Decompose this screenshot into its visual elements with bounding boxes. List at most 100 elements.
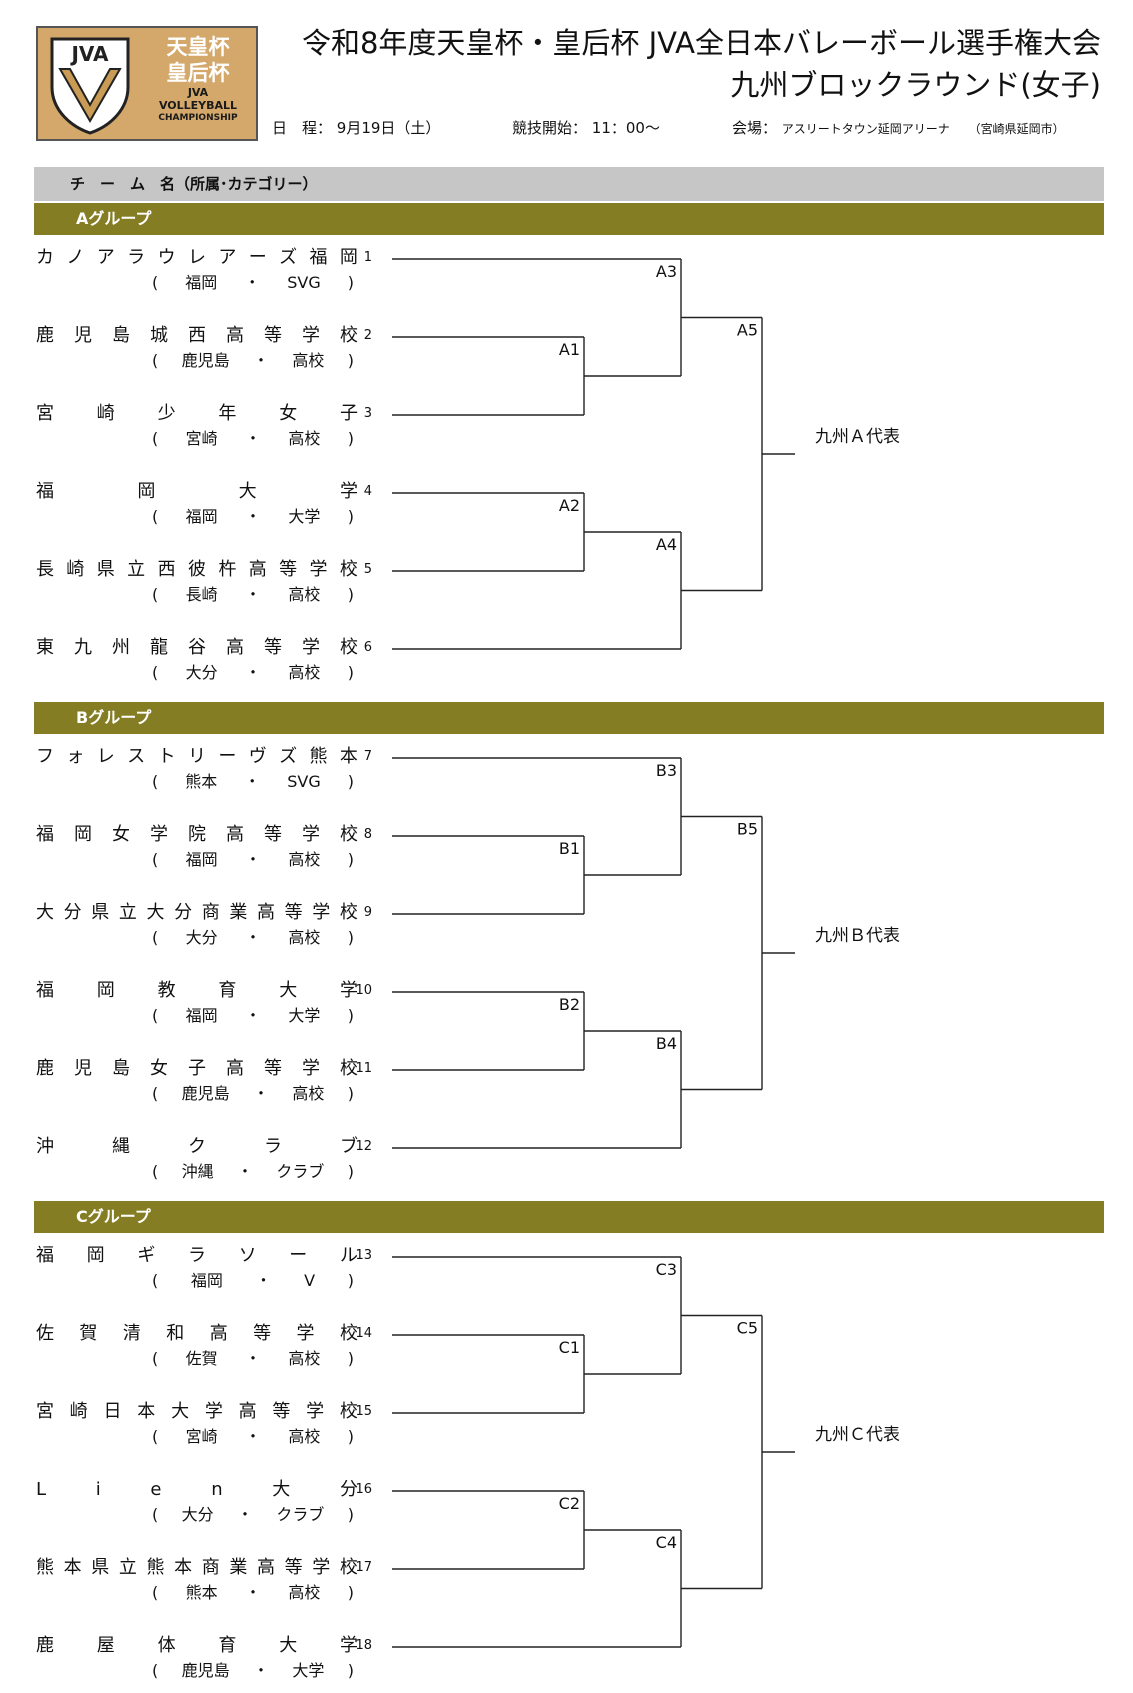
team-category: 高校 xyxy=(288,429,321,448)
team-affiliation: (沖縄・クラブ) xyxy=(152,1162,354,1182)
schedule-value: 9月19日（土） xyxy=(336,119,441,137)
venue-info: 会場： アスリートタウン延岡アリーナ （宮崎県延岡市） xyxy=(732,117,1065,138)
team-category: SVG xyxy=(287,273,321,292)
affiliation-punct: ( xyxy=(152,1427,159,1446)
team-seed-number: 8 xyxy=(363,827,372,842)
team-category: 高校 xyxy=(288,1427,321,1446)
team-prefecture: 鹿児島 xyxy=(181,351,230,370)
team-seed-number: 14 xyxy=(355,1326,372,1341)
team-name: 沖縄クラブ xyxy=(36,1136,358,1157)
affiliation-punct: ) xyxy=(347,1162,354,1181)
team-affiliation: (佐賀・高校) xyxy=(152,1349,354,1369)
affiliation-punct: ) xyxy=(347,429,354,448)
logo-line-3: JVA xyxy=(187,86,209,99)
affiliation-punct: ) xyxy=(347,850,354,869)
match-label: C1 xyxy=(559,1338,580,1357)
team-prefecture: 大分 xyxy=(181,1505,214,1524)
team-affiliation: (鹿児島・高校) xyxy=(152,1084,354,1104)
affiliation-punct: ) xyxy=(347,273,354,292)
team-name: カノアラウレアーズ福岡 xyxy=(36,247,358,268)
team-affiliation: (大分・高校) xyxy=(152,663,354,683)
team-seed-number: 11 xyxy=(355,1061,372,1076)
team-affiliation: (福岡・V) xyxy=(152,1271,354,1291)
team-category: SVG xyxy=(287,772,321,791)
affiliation-punct: ) xyxy=(347,928,354,947)
team-seed-number: 18 xyxy=(355,1638,372,1653)
match-label: A2 xyxy=(559,496,580,515)
affiliation-punct: ) xyxy=(347,772,354,791)
affiliation-punct: ( xyxy=(152,585,159,604)
team-name: 宮崎日本大学高等学校 xyxy=(36,1401,358,1422)
affiliation-punct: ( xyxy=(152,1661,159,1680)
team-affiliation: (福岡・SVG) xyxy=(152,273,354,293)
team-name: 宮崎少年女子 xyxy=(36,403,358,424)
team-affiliation: (大分・高校) xyxy=(152,928,354,948)
affiliation-punct: ( xyxy=(152,351,159,370)
team-prefecture: 鹿児島 xyxy=(181,1661,230,1680)
venue-label: 会場： xyxy=(732,119,778,137)
affiliation-punct: ・ xyxy=(252,1661,269,1680)
affiliation-punct: ( xyxy=(152,429,159,448)
team-category: 高校 xyxy=(288,850,321,869)
team-name: 長崎県立西彼杵高等学校 xyxy=(36,559,358,580)
group-representative-label: 九州Ｃ代表 xyxy=(815,1425,900,1445)
team-name: 福岡大学 xyxy=(36,481,358,502)
jva-shield-icon: JVA xyxy=(50,37,130,135)
team-prefecture: 福岡 xyxy=(185,1006,218,1025)
team-affiliation: (福岡・大学) xyxy=(152,507,354,527)
match-label: C3 xyxy=(656,1260,677,1279)
team-seed-number: 2 xyxy=(363,328,372,343)
team-seed-number: 16 xyxy=(355,1482,372,1497)
affiliation-punct: ( xyxy=(152,1583,159,1602)
affiliation-punct: ) xyxy=(347,1583,354,1602)
affiliation-punct: ・ xyxy=(244,1427,261,1446)
affiliation-punct: ( xyxy=(152,273,159,292)
team-name: 鹿屋体育大学 xyxy=(36,1635,358,1656)
team-name: 鹿児島女子高等学校 xyxy=(36,1058,358,1079)
team-category: クラブ xyxy=(276,1162,325,1181)
affiliation-punct: ・ xyxy=(255,1271,272,1290)
affiliation-punct: ) xyxy=(347,507,354,526)
svg-text:JVA: JVA xyxy=(69,42,109,66)
affiliation-punct: ( xyxy=(152,1271,159,1290)
team-prefecture: 宮崎 xyxy=(185,429,218,448)
affiliation-punct: ( xyxy=(152,850,159,869)
team-category: 高校 xyxy=(288,1349,321,1368)
affiliation-punct: ・ xyxy=(244,1583,261,1602)
affiliation-punct: ) xyxy=(347,585,354,604)
team-category: 大学 xyxy=(288,507,321,526)
match-label: C4 xyxy=(656,1533,677,1552)
team-category: 高校 xyxy=(292,351,325,370)
match-label: A5 xyxy=(737,321,758,340)
match-label: A4 xyxy=(656,535,677,554)
team-seed-number: 5 xyxy=(363,562,372,577)
affiliation-punct: ・ xyxy=(244,663,261,682)
team-affiliation: (宮崎・高校) xyxy=(152,429,354,449)
affiliation-punct: ( xyxy=(152,1162,159,1181)
team-prefecture: 佐賀 xyxy=(185,1349,218,1368)
team-name: 福岡女学院高等学校 xyxy=(36,824,358,845)
team-name: 大分県立大分商業高等学校 xyxy=(36,902,358,923)
affiliation-punct: ( xyxy=(152,507,159,526)
group-header: Aグループ xyxy=(34,203,1104,235)
affiliation-punct: ・ xyxy=(236,1162,253,1181)
team-seed-number: 1 xyxy=(363,250,372,265)
affiliation-punct: ) xyxy=(347,1271,354,1290)
team-seed-number: 10 xyxy=(355,983,372,998)
team-category: クラブ xyxy=(276,1505,325,1524)
team-name: 熊本県立熊本商業高等学校 xyxy=(36,1557,358,1578)
affiliation-punct: ・ xyxy=(244,273,261,292)
match-label: B3 xyxy=(656,761,677,780)
affiliation-punct: ( xyxy=(152,772,159,791)
team-seed-number: 4 xyxy=(363,484,372,499)
affiliation-punct: ) xyxy=(347,1427,354,1446)
affiliation-punct: ( xyxy=(152,1084,159,1103)
team-name: 東九州龍谷高等学校 xyxy=(36,637,358,658)
team-affiliation: (熊本・SVG) xyxy=(152,772,354,792)
team-prefecture: 熊本 xyxy=(185,1583,218,1602)
affiliation-punct: ・ xyxy=(244,772,261,791)
affiliation-punct: ) xyxy=(347,1661,354,1680)
jva-logo: JVA 天皇杯 皇后杯 JVA VOLLEYBALL CHAMPIONSHIP xyxy=(36,26,258,141)
venue-value: アスリートタウン延岡アリーナ xyxy=(781,122,950,136)
